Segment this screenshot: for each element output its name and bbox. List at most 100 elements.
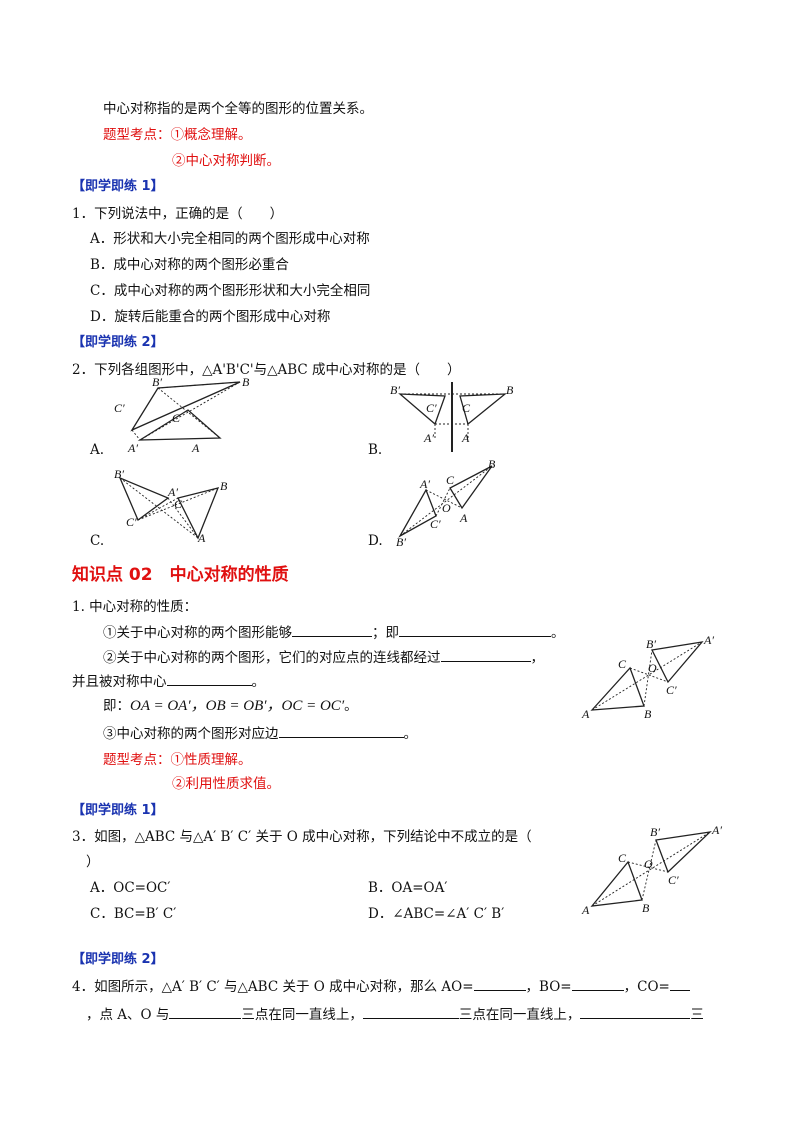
question-3-stem: 3．如图，△ABC 与△A′ B′ C′ 关于 O 成中心对称，下列结论中不成立… [72, 829, 532, 845]
exam-point-1: ①概念理解。 [170, 127, 252, 143]
question-2-option-d[interactable]: D. [368, 533, 383, 549]
label-a-d: A [459, 511, 468, 525]
blank-3[interactable] [440, 647, 531, 662]
property-1-text-a: ①关于中心对称的两个图形能够 [103, 625, 292, 641]
property-2-cont-text: 并且被对称中心 [72, 674, 167, 690]
question-2-option-b[interactable]: B. [368, 442, 383, 458]
practice-heading-3: 【即学即练 1】 [72, 803, 164, 818]
formula-end: 。 [344, 698, 358, 714]
property-formula: 即：OA = OA′，OB = OB′，OC = OC′。 [103, 694, 358, 715]
question-3-option-a[interactable]: A．OC=OC′ [90, 880, 171, 896]
question-1-option-d[interactable]: D．旋转后能重合的两个图形成中心对称 [90, 309, 331, 325]
blank-4[interactable] [166, 671, 252, 686]
label-c1-b: C′ [426, 401, 437, 415]
label-a1-d: A′ [419, 477, 430, 491]
property-3-end: 。 [403, 726, 418, 742]
question-1-option-a[interactable]: A．形状和大小完全相同的两个图形成中心对称 [90, 231, 370, 247]
label-b1: B′ [152, 375, 162, 389]
label-b-c: B [220, 479, 228, 493]
label-b1-c: B′ [114, 467, 124, 481]
blank-1[interactable] [292, 622, 372, 637]
label-a-q3: A [581, 903, 590, 917]
question-3-option-d[interactable]: D．∠ABC=∠A′ C′ B′ [368, 906, 505, 922]
label-c1-d: C′ [430, 517, 441, 531]
label-b-d: B [488, 457, 496, 471]
property-3: ③中心对称的两个图形对应边。 [103, 722, 417, 742]
exam-points-title: 题型考点： [103, 127, 171, 143]
exam-point-2: ②中心对称判断。 [172, 153, 280, 169]
label-c-c: C [174, 497, 183, 511]
question-3-option-b[interactable]: B．OA=OA′ [368, 880, 448, 896]
label-a-p: A [581, 707, 590, 721]
section-heading: 知识点 02 中心对称的性质 [72, 565, 289, 585]
question-4-text-e: 三点在同一直线上， [241, 1007, 363, 1023]
label-b-p: B [644, 707, 652, 721]
label-a1: A′ [127, 441, 138, 455]
property-figure: B′ A′ C O C′ A B [581, 633, 714, 721]
label-a: A [191, 441, 200, 455]
question-4-text-c: ，CO= [623, 979, 670, 995]
blank-line-2[interactable] [362, 1004, 459, 1019]
figure-option-b: B′ B C′ C A′ A [390, 382, 514, 452]
question-1-option-c[interactable]: C．成中心对称的两个图形形状和大小完全相同 [90, 283, 371, 299]
label-b1-q3: B′ [650, 825, 660, 839]
question-4-line-1: 4．如图所示，△A′ B′ C′ 与△ABC 关于 O 成中心对称，那么 AO=… [72, 975, 690, 995]
label-b: B [242, 375, 250, 389]
label-b-b: B [506, 383, 514, 397]
blank-line-1[interactable] [169, 1004, 242, 1019]
label-b-q3: B [642, 901, 650, 915]
question-2-option-c[interactable]: C. [90, 533, 105, 549]
label-a-b: A [461, 431, 470, 445]
formula: OA = OA′，OB = OB′，OC = OC′ [130, 698, 345, 714]
label-b1-d: B′ [396, 535, 406, 549]
question-1-option-b[interactable]: B．成中心对称的两个图形必重合 [90, 257, 289, 273]
practice-heading-1: 【即学即练 1】 [72, 179, 164, 194]
label-c1-q3: C′ [668, 873, 679, 887]
question-4-text-b: ，BO= [525, 979, 572, 995]
blank-co[interactable] [669, 976, 690, 991]
intro-line: 中心对称指的是两个全等的图形的位置关系。 [103, 101, 373, 117]
blank-5[interactable] [278, 723, 404, 738]
property-2-cont: 并且被对称中心 。 [72, 670, 265, 690]
label-b1-b: B′ [390, 383, 400, 397]
section-exam-point-2: ②利用性质求值。 [172, 776, 280, 792]
blank-ao[interactable] [473, 976, 526, 991]
label-a1-p: A′ [703, 633, 714, 647]
blank-2[interactable] [399, 622, 551, 637]
property-1-text-b: ；即 [372, 625, 399, 641]
label-o-q3: O [644, 857, 653, 871]
question-3-option-c[interactable]: C．BC=B′ C′ [90, 906, 177, 922]
practice-heading-4: 【即学即练 2】 [72, 952, 164, 967]
label-o-d: O [442, 501, 451, 515]
formula-prefix: 即： [103, 698, 130, 714]
label-c1-c: C′ [126, 515, 137, 529]
label-c-d: C [446, 473, 455, 487]
property-2: ②关于中心对称的两个图形，它们的对应点的连线都经过， [103, 646, 544, 666]
label-a1-b: A′ [423, 431, 434, 445]
label-c-p: C [618, 657, 627, 671]
label-a-c: A [197, 531, 206, 545]
property-2-text-b: ， [530, 650, 545, 666]
question-4-text-d: ，点 A、O 与 [86, 1007, 170, 1023]
practice-heading-2: 【即学即练 2】 [72, 335, 164, 350]
question-4-text-f: 三点在同一直线上， [458, 1007, 581, 1023]
property-2-cont-end: 。 [251, 674, 266, 690]
label-a1-c: A′ [167, 485, 178, 499]
question-2-stem: 2．下列各组图形中，△A'B'C'与△ABC 成中心对称的是（ ） [72, 362, 461, 378]
label-c-b: C [462, 401, 471, 415]
section-exam-title: 题型考点： [103, 752, 171, 768]
label-c1: C′ [114, 401, 125, 415]
question-3-stem-end: ） [86, 854, 100, 870]
label-a1-q3: A′ [711, 823, 722, 837]
question-4-line-2: ，点 A、O 与三点在同一直线上，三点在同一直线上，三 [86, 1003, 704, 1023]
label-c-q3: C [618, 851, 627, 865]
figure-option-a: B′ B C′ C A′ A [114, 375, 250, 455]
blank-bo[interactable] [571, 976, 624, 991]
blank-line-3[interactable] [580, 1004, 691, 1019]
section-exam-point-1: ①性质理解。 [170, 752, 252, 768]
label-c: C [172, 411, 181, 425]
section-exam-points: 题型考点：①性质理解。 [103, 748, 252, 768]
question-3-figure: B′ A′ C O C′ A B [581, 823, 722, 917]
figure-option-c: B′ A′ B C C′ A [114, 467, 228, 545]
question-2-option-a[interactable]: A. [90, 442, 105, 458]
